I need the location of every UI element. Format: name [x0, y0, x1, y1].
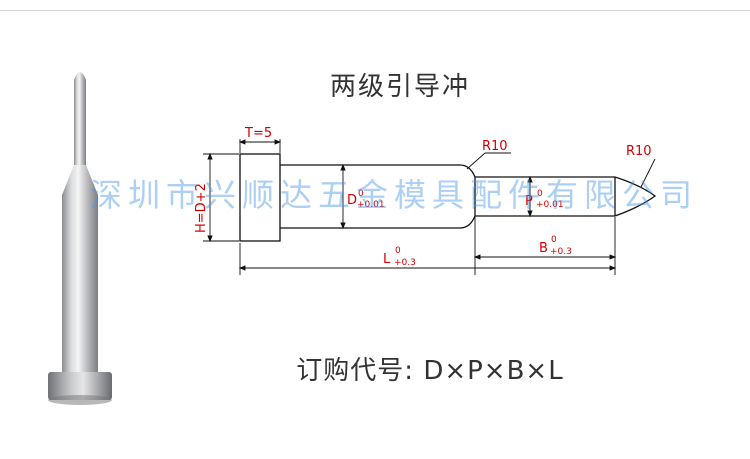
p-tolerance-lower: +0.01 [536, 200, 564, 210]
d-tolerance-upper: 0 [358, 189, 364, 199]
l-tolerance-upper: 0 [395, 246, 401, 256]
b-dimension-label: B [539, 241, 548, 256]
r10-left-label: R10 [482, 139, 508, 154]
d-dimension-label: D [347, 193, 357, 208]
company-watermark: 深圳市兴顺达五金模具配件有限公司 [90, 176, 699, 214]
p-dimension-label: P [525, 194, 533, 209]
r10-right-label: R10 [626, 144, 652, 159]
punch-photo [48, 72, 112, 405]
b-tolerance-lower: +0.3 [550, 247, 572, 257]
p-tolerance-upper: 0 [537, 189, 543, 199]
technical-drawing: T=5 H=D+2 D 0 +0.01 P 0 +0.01 R10 R10 L … [194, 126, 657, 275]
order-code: 订购代号: D×P×B×L [296, 356, 564, 386]
l-tolerance-lower: +0.3 [394, 258, 416, 268]
t-dimension-label: T=5 [244, 126, 272, 141]
top-divider [0, 10, 750, 11]
drawing-head [239, 153, 281, 242]
d-tolerance-lower: +0.01 [357, 200, 385, 210]
h-dimension-label: H=D+2 [194, 183, 209, 233]
b-tolerance-upper: 0 [551, 235, 557, 245]
l-dimension-label: L [383, 252, 391, 267]
diagram-title: 两级引导冲 [329, 72, 470, 102]
